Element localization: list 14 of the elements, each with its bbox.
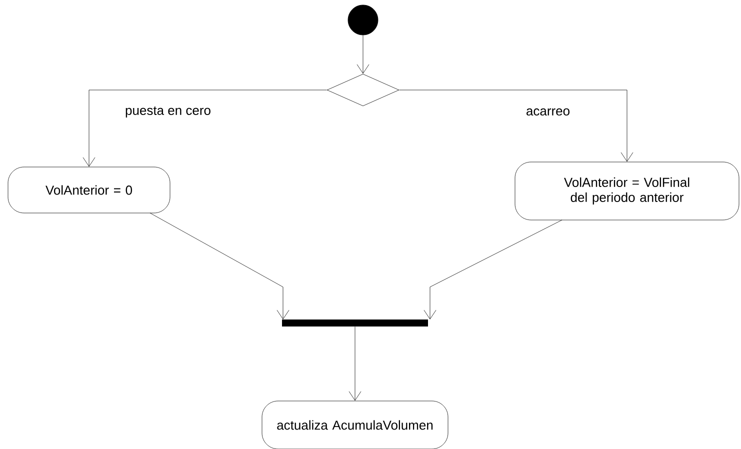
activity-box: actualiza AcumulaVolumen <box>262 400 448 449</box>
arrow <box>399 90 634 162</box>
arrow <box>150 212 290 320</box>
arrow <box>348 326 362 401</box>
decision-diamond <box>326 74 400 106</box>
sync-bar <box>282 320 428 326</box>
edge-label: acarreo <box>524 107 572 117</box>
activity-box: VolAnterior = 0 <box>8 166 170 214</box>
activity-box: VolAnterior = VolFinal del periodo anterior <box>514 162 740 220</box>
arrow <box>356 35 370 74</box>
arrow <box>82 90 327 167</box>
edge-label: puesta en cero <box>124 105 212 119</box>
start-dot <box>348 4 378 36</box>
arrow <box>424 220 562 320</box>
